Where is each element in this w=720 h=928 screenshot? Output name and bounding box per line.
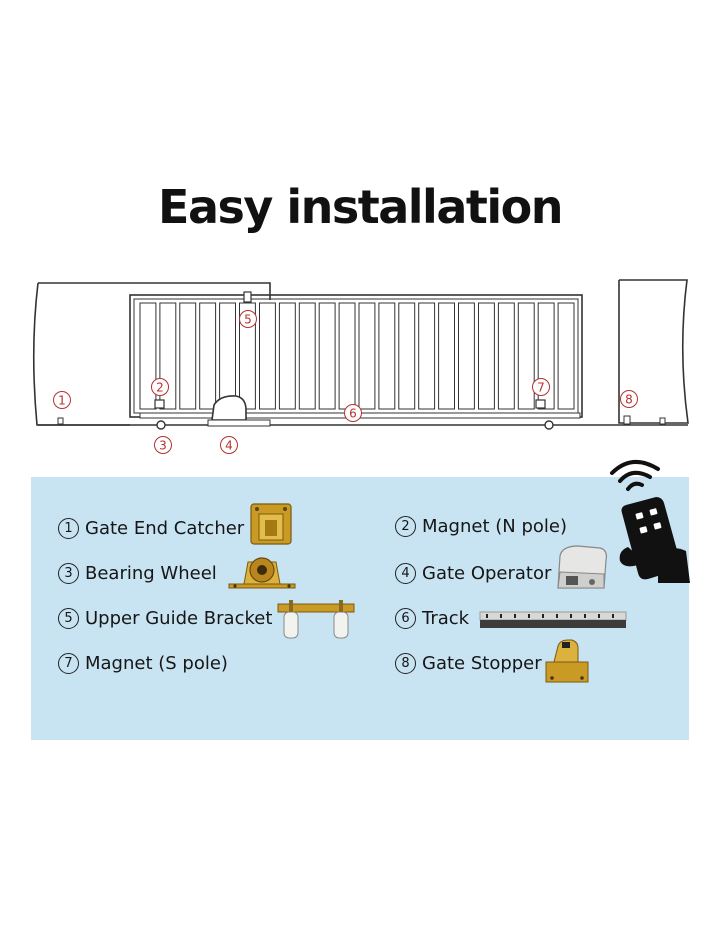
right-wall <box>618 279 689 424</box>
gate-bar <box>239 302 256 410</box>
legend-number: 2 <box>395 516 416 537</box>
upper-guide-bracket <box>243 291 252 303</box>
gate-stopper-icon <box>545 639 589 683</box>
marker-6: 6 <box>349 407 357 421</box>
bearing-wheel-right <box>544 420 554 430</box>
gate-bar <box>497 302 515 410</box>
legend-item-4: 4 Gate Operator <box>395 563 551 584</box>
remote-control-icon <box>610 460 690 583</box>
legend-label: Upper Guide Bracket <box>85 608 273 629</box>
gate-bar <box>199 302 217 410</box>
legend-item-8: 8 Gate Stopper <box>395 653 542 674</box>
legend-label: Magnet (N pole) <box>422 516 567 537</box>
legend-label: Track <box>422 608 470 629</box>
gate-bar <box>139 302 157 410</box>
gate-bar <box>358 302 376 410</box>
marker-8: 8 <box>625 393 633 407</box>
track-slot <box>584 614 586 618</box>
gate-bar <box>378 302 396 410</box>
gate-bar <box>219 302 237 410</box>
legend-number: 6 <box>395 608 416 629</box>
parts-legend-panel <box>31 477 689 740</box>
gate-bar <box>418 302 436 410</box>
legend-label: Gate Operator <box>422 563 552 584</box>
marker-1: 1 <box>58 394 66 408</box>
bearing-wheel-icon <box>228 557 296 589</box>
gate-operator-shape <box>211 395 247 421</box>
track-slot <box>514 614 516 618</box>
bearing-wheel-left <box>156 420 166 430</box>
stopper-post <box>623 415 631 425</box>
legend-label: Bearing Wheel <box>85 563 217 584</box>
gate-operator-icon <box>557 545 607 589</box>
gate-bar <box>318 302 336 410</box>
legend-number: 5 <box>58 608 79 629</box>
track-slot <box>528 614 530 618</box>
gate-bar <box>478 302 495 410</box>
gate-bar <box>298 302 316 410</box>
legend-item-2: 2 Magnet (N pole) <box>395 516 567 537</box>
legend-label: Magnet (S pole) <box>85 653 228 674</box>
marker-5: 5 <box>244 313 252 327</box>
gate-bar <box>517 302 535 410</box>
gate-bar <box>557 302 575 410</box>
legend-number: 1 <box>58 518 79 539</box>
marker-7: 7 <box>537 381 545 395</box>
track-slot <box>542 614 544 618</box>
marker-3: 3 <box>159 439 167 453</box>
legend-item-6: 6 Track <box>395 608 469 629</box>
track-slot <box>612 614 614 618</box>
gate-bar <box>259 302 276 410</box>
page-title: Easy installation <box>158 180 563 234</box>
gate-bar <box>458 302 475 410</box>
upper-guide-bracket-icon <box>277 600 355 639</box>
catcher-post <box>57 417 64 425</box>
gate-diagram: 1 2 3 4 5 6 7 8 <box>0 270 720 460</box>
legend-number: 3 <box>58 563 79 584</box>
track-slot <box>570 614 572 618</box>
gate-bar <box>398 302 416 410</box>
gate-bar <box>537 302 555 410</box>
gate-bar <box>179 302 197 410</box>
magnet-s <box>535 399 546 409</box>
track-icon <box>479 611 627 628</box>
legend-item-5: 5 Upper Guide Bracket <box>58 608 272 629</box>
legend-item-7: 7 Magnet (S pole) <box>58 653 228 674</box>
gate-bar <box>159 302 177 410</box>
track-slot <box>556 614 558 618</box>
legend-label: Gate Stopper <box>422 653 542 674</box>
gate-bar <box>278 302 296 410</box>
track-slot <box>500 614 502 618</box>
track-slot <box>486 614 488 618</box>
track-slot <box>598 614 600 618</box>
gate-bar <box>338 302 356 410</box>
legend-item-3: 3 Bearing Wheel <box>58 563 217 584</box>
gate-end-catcher-icon <box>250 503 292 545</box>
legend-label: Gate End Catcher <box>85 518 245 539</box>
legend-number: 7 <box>58 653 79 674</box>
legend-item-1: 1 Gate End Catcher <box>58 518 244 539</box>
marker-4: 4 <box>225 439 233 453</box>
gate-bar <box>438 302 456 410</box>
marker-2: 2 <box>156 381 164 395</box>
legend-number: 4 <box>395 563 416 584</box>
legend-number: 8 <box>395 653 416 674</box>
magnet-n <box>154 399 165 409</box>
